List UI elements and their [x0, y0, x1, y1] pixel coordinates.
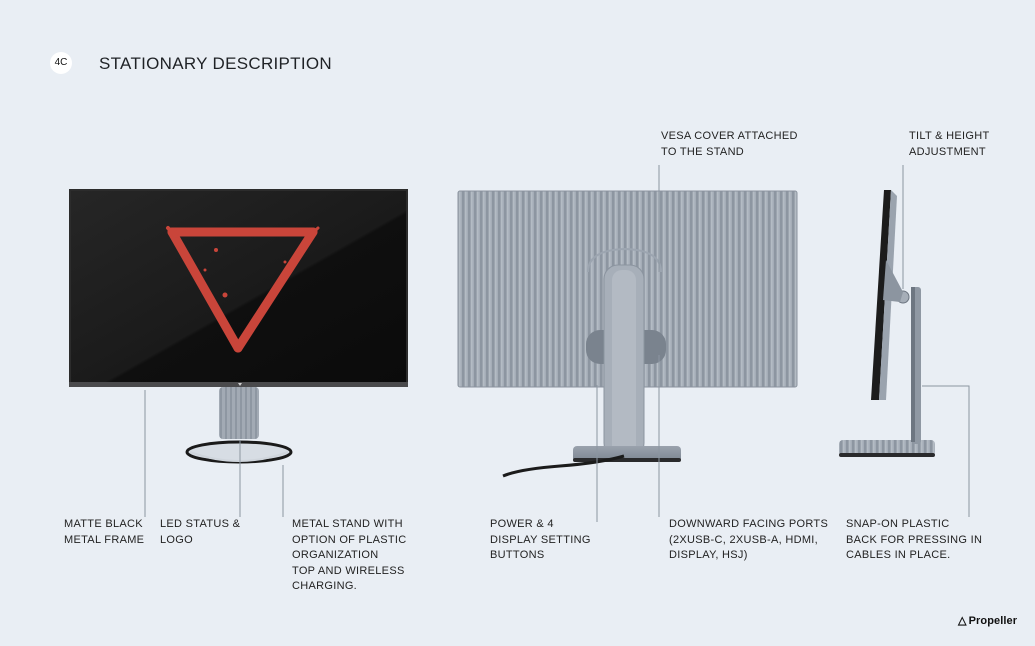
front-stand-base	[185, 440, 293, 464]
side-monitor	[839, 190, 935, 457]
front-stand-neck	[219, 387, 259, 439]
brand-name: Propeller	[968, 615, 1018, 627]
page-title: STATIONARY DESCRIPTION	[99, 54, 332, 73]
callout-power-buttons: POWER & 4 DISPLAY SETTING BUTTONS	[490, 518, 591, 561]
callout-snap-on-back: SNAP-ON PLASTIC BACK FOR PRESSING IN CAB…	[846, 518, 983, 561]
side-stand-base	[839, 440, 935, 456]
brand-logo: △Propeller	[958, 614, 1017, 627]
screen-triangle-logo	[166, 226, 320, 353]
front-screen	[71, 191, 406, 382]
power-cable	[502, 454, 625, 478]
callout-tilt-height: TILT & HEIGHT ADJUSTMENT	[909, 130, 990, 158]
callout-downward-ports: DOWNWARD FACING PORTS (2XUSB-C, 2XUSB-A,…	[669, 518, 829, 561]
triangle-logo-icon: △	[958, 615, 967, 627]
front-logo-mark	[238, 383, 242, 386]
callout-metal-stand: METAL STAND WITH OPTION OF PLASTIC ORGAN…	[292, 518, 407, 592]
callout-matte-frame: MATTE BLACK METAL FRAME	[64, 518, 145, 546]
callout-led-status: LED STATUS & LOGO	[160, 518, 241, 546]
back-monitor	[457, 190, 798, 478]
section-badge: 4C	[50, 52, 72, 74]
side-display-profile	[871, 190, 891, 400]
front-monitor	[69, 189, 408, 464]
callout-vesa-cover: VESA COVER ATTACHED TO THE STAND	[661, 130, 798, 158]
callout-leader-lines	[144, 165, 970, 522]
